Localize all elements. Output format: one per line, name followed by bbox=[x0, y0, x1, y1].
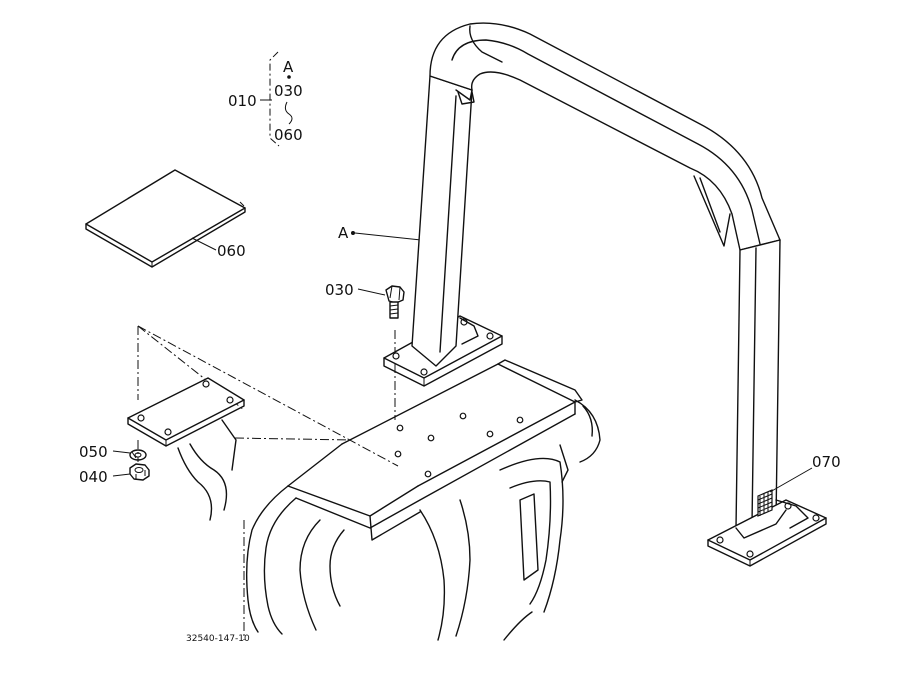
label-050: 050 bbox=[79, 443, 108, 461]
label-group-030: 030 bbox=[274, 82, 303, 100]
drawing-number: 32540-147-10 bbox=[186, 634, 250, 644]
group-bracket bbox=[269, 51, 280, 147]
nut-040 bbox=[129, 463, 150, 481]
manual-leader bbox=[191, 237, 217, 251]
rops-frame-a bbox=[383, 22, 827, 567]
label-030: 030 bbox=[325, 281, 354, 299]
frame-a-dot bbox=[351, 231, 355, 235]
label-040: 040 bbox=[79, 468, 108, 486]
label-group-060: 060 bbox=[274, 126, 303, 144]
tractor-rear-body bbox=[137, 325, 601, 641]
group-a-dot bbox=[287, 75, 291, 79]
decal-leader bbox=[769, 467, 813, 493]
label-070: 070 bbox=[812, 453, 841, 471]
assembly-group-callout: 010 A 030 060 bbox=[228, 51, 303, 147]
label-group-a: A bbox=[283, 58, 294, 76]
label-010: 010 bbox=[228, 92, 257, 110]
label-frame-a: A bbox=[338, 224, 349, 242]
left-mounting-plate bbox=[127, 377, 245, 521]
washer-leader bbox=[112, 450, 131, 454]
nut-leader bbox=[112, 473, 131, 477]
decal-070 bbox=[757, 489, 773, 517]
bolt-030 bbox=[385, 285, 405, 319]
bolt-leader bbox=[357, 288, 386, 296]
label-060: 060 bbox=[217, 242, 246, 260]
group-tilde bbox=[284, 101, 293, 125]
frame-a-leader bbox=[354, 232, 422, 241]
operators-manual bbox=[85, 169, 246, 268]
